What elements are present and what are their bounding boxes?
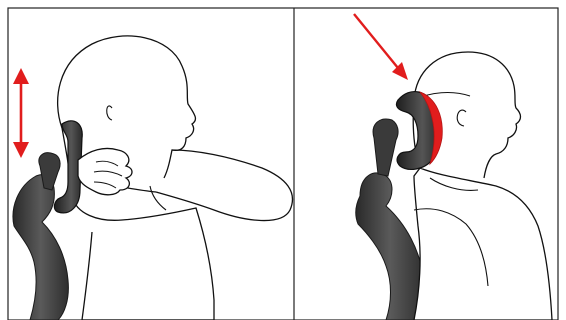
headrest-adjustment-illustration (0, 0, 566, 320)
illustration-canvas (0, 0, 566, 320)
